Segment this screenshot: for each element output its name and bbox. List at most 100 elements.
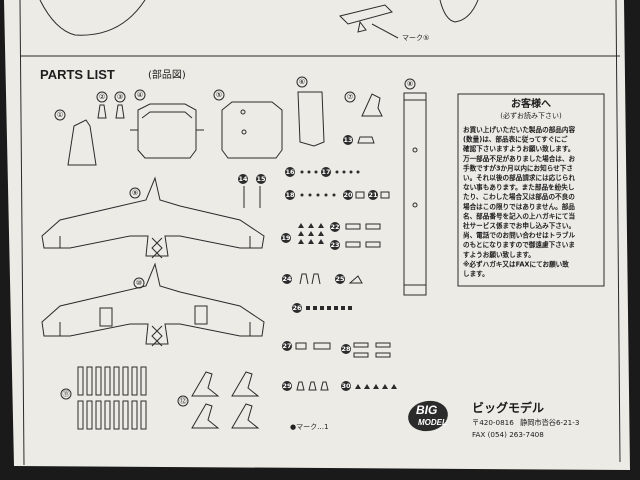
part-15: 15 [256,174,266,208]
notice-line: お買い上げいただいた製品の部品内容 [463,125,575,134]
company-name: ビッグモデル [472,400,544,415]
notice-line: ない事もあります。また部品を紛失し [463,183,575,192]
part-7: ⑦ [344,91,383,117]
svg-text:24: 24 [282,275,292,283]
part-18: 18 [285,190,336,200]
part-9: ⑨ [41,176,265,259]
notice-body: お買い上げいただいた製品の部品内容(数量)は、部品表に従ってすぐにご確認下さいま… [462,125,575,278]
part-1: ① [54,109,97,166]
part-11-stick [131,400,138,430]
top-decal-sketch [339,4,393,33]
part-11-stick [95,366,102,396]
svg-text:25: 25 [335,275,345,283]
part-22: 22 [330,222,381,232]
svg-text:①: ① [57,111,63,119]
svg-text:⑦: ⑦ [347,93,353,101]
svg-text:30: 30 [341,382,351,390]
svg-text:⑪: ⑪ [63,390,70,398]
svg-text:27: 27 [282,342,291,350]
notice-line: 尚、電話でのお問い合わせはトラブル [463,231,575,240]
part-25: 25 [335,274,363,284]
sheet-left-edge [19,0,25,466]
part-11-stick [122,400,129,430]
svg-text:⑨: ⑨ [132,189,138,197]
notice-line: 名、部品番号を記入の上ハガキにて当 [463,211,575,220]
part-11-stick [86,366,93,396]
svg-text:⑤: ⑤ [216,91,222,99]
notice-line: ※必ずハガキ又はFAXにてお願い致 [463,259,569,268]
svg-text:28: 28 [341,345,351,353]
part-11-stick [113,366,120,396]
notice-line: します。 [463,269,489,278]
notice-line: たり、こわした場合又は部品の不良の [463,192,575,201]
big-model-logo [408,400,448,432]
svg-text:16: 16 [285,168,295,176]
svg-text:22: 22 [330,223,339,231]
company-postal: 〒420-0816 [472,418,514,427]
svg-text:18: 18 [285,191,295,199]
part-12: ⑫ [177,371,260,429]
part-27: 27 [282,341,331,351]
svg-text:23: 23 [330,241,339,249]
notice-line: のもとになりますので御遠慮下さいま [463,240,575,249]
notice-line: 社サービス係までお申し込み下さい。 [462,221,575,230]
notice-line: 手数ですが3か月以内にお知らせ下さ [463,163,573,172]
notice-line: 確認下さいますようお願い致します。 [463,144,574,153]
part-11-stick [122,366,129,396]
notice-heading: お客様へ [511,97,551,110]
svg-text:17: 17 [321,168,330,176]
part-24: 24 [282,273,321,285]
part-8: ⑧ [403,78,427,296]
part-29: 29 [282,381,329,391]
part-4: ④ [130,89,204,159]
part-11-stick [131,366,138,396]
svg-text:21: 21 [368,191,378,199]
svg-text:⑩: ⑩ [136,279,142,287]
company-fax: FAX (054) 263-7408 [472,430,544,439]
notice-line: い。それ以後の部品請求には応じられ [463,173,575,182]
part-23: 23 [330,240,381,250]
part-11-stick [104,400,111,430]
svg-text:20: 20 [343,191,353,199]
part-3: ③ [114,91,126,119]
svg-text:BIG: BIG [416,403,437,417]
top-drawing-fragment [39,0,146,36]
notice-line: (数量)は、部品表に従ってすぐにご [463,135,568,144]
customer-notice: お客様へ (必ずお読み下さい) お買い上げいただいた製品の部品内容(数量)は、部… [457,93,605,287]
parts-list-title: PARTS LIST [40,67,115,82]
part-11-stick [95,400,102,430]
part-11-stick [140,400,147,430]
svg-text:⑧: ⑧ [407,80,413,88]
part-5: ⑤ [213,89,283,159]
svg-text:⑫: ⑫ [180,397,187,405]
svg-text:MODEL: MODEL [418,418,447,427]
company-address: 静岡市沓谷6-21-3 [520,418,579,427]
part-11-stick [104,366,111,396]
svg-text:13: 13 [343,136,352,144]
company-block: BIG MODEL ビッグモデル 〒420-0816 静岡市沓谷6-21-3 F… [408,400,579,439]
part-28: 28 [341,342,391,358]
notice-line: 万一部品不足がありました場合は、お [462,154,575,163]
part-11-stick [86,400,93,430]
notice-line: すようお願い致します。 [463,250,535,259]
svg-text:14: 14 [238,175,248,183]
part-11: ⑪ [60,366,147,430]
mark-top-label: マーク⑤ [402,34,429,42]
mark-bottom-label: ●マーク…1 [290,423,329,431]
part-17: 17 [321,167,360,177]
part-20: 20 [343,190,365,200]
part-21: 21 [368,190,390,200]
part-11-stick [113,400,120,430]
part-16: 16 [285,167,318,177]
top-drawing-fragment-2 [439,0,479,23]
mark-top-leader [371,23,399,39]
part-11-stick [140,366,147,396]
part-14: 14 [238,174,248,208]
part-13: 13 [343,135,375,145]
svg-text:26: 26 [292,304,302,312]
paper-sheet [4,0,630,470]
sheet-right-edge [615,0,621,463]
part-10: ⑩ [41,262,265,347]
part-2: ② [96,91,108,119]
